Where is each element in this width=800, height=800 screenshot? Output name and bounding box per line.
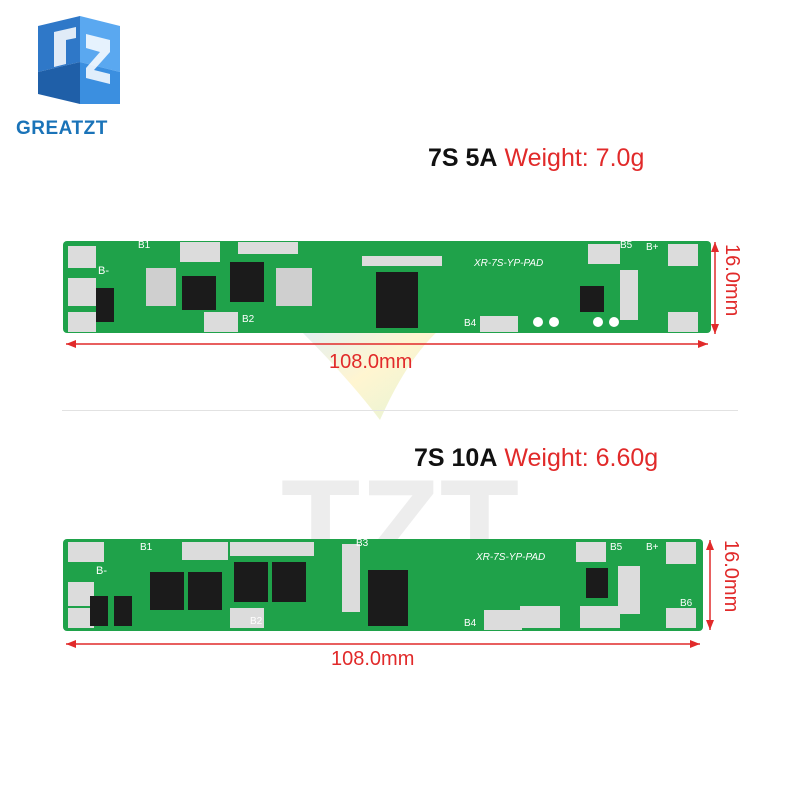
pcb-2-pad-b5	[576, 542, 606, 562]
pcb-1-pad-p	[620, 270, 638, 320]
pcb-1-heat-pad-2	[276, 268, 312, 306]
product-1-weight: Weight: 7.0g	[504, 144, 645, 172]
pcb-1-label-b5: B5	[620, 240, 633, 251]
pcb-1-pad-top-left	[68, 246, 96, 268]
pcb-2-pad-b-minus	[68, 582, 94, 606]
section-divider	[62, 410, 738, 411]
product-2-length: 108.0mm	[331, 648, 415, 670]
pcb-1-ic	[376, 272, 418, 328]
pcb-2-resistor-1	[90, 596, 108, 626]
pcb-1-pad-b1	[180, 242, 220, 262]
pcb-2-label-b3: B3	[356, 538, 369, 549]
pcb-1-label-b4: B4	[464, 318, 477, 329]
pcb-2-label-b1: B1	[140, 542, 153, 553]
pcb-2-label-b-minus: B-	[96, 565, 107, 577]
pcb-1-hole-3	[593, 317, 603, 327]
pcb-2-mosfet-3	[234, 562, 268, 602]
pcb-2-pad-temp	[520, 606, 560, 628]
pcb-2-pad-row	[230, 542, 314, 556]
pcb-1-label-b1: B1	[138, 240, 151, 251]
pcb-board-1: B1 B2 B4 B5 B+ B- XR-7S-YP-PAD	[63, 240, 719, 348]
pcb-1-hole-1	[533, 317, 543, 327]
pcb-1-label-b-minus: B-	[98, 265, 109, 277]
pcb-2-small-chip	[586, 568, 608, 598]
product-2-width: 16.0mm	[720, 540, 742, 613]
pcb-2-pad-b4	[484, 610, 522, 630]
pcb-1-heat-pad-1	[146, 268, 176, 306]
pcb-1-label-b-plus: B+	[646, 242, 659, 253]
product-1-width: 16.0mm	[721, 244, 743, 317]
pcb-1-pad-b2	[204, 312, 238, 332]
pcb-2-pad-top-left	[68, 542, 104, 562]
pcb-1-pad-b-minus	[68, 278, 96, 306]
product-1-length: 108.0mm	[329, 351, 413, 373]
pcb-2-pad-b6	[666, 608, 696, 628]
pcb-1-pad-b4	[480, 316, 518, 332]
pcb-2-pad-b2	[230, 608, 264, 628]
pcb-2-label-b5: B5	[610, 542, 623, 553]
pcb-2-label-b-plus: B+	[646, 542, 659, 553]
pcb-2-label-b2: B2	[250, 616, 263, 627]
pcb-2-pad-p	[618, 566, 640, 614]
pcb-1-pad-b5	[588, 244, 620, 264]
pcb-2-pad-b1	[182, 542, 228, 560]
brand-name: GREATZT	[16, 118, 108, 139]
pcb-1-pad-b6	[668, 312, 698, 332]
pcb-1-mosfet-2	[230, 262, 264, 302]
product-1-title: 7S 5A Weight: 7.0g	[428, 144, 644, 173]
pcb-2-ic	[368, 570, 408, 626]
pcb-1-board-text: XR-7S-YP-PAD	[473, 258, 543, 269]
product-2-weight: Weight: 6.60g	[504, 444, 659, 472]
pcb-1-hole-4	[609, 317, 619, 327]
greatzt-logo-icon	[38, 16, 120, 104]
pcb-2-pad-b3	[342, 544, 360, 612]
pcb-2-mosfet-1	[150, 572, 184, 610]
pcb-2-resistor-2	[114, 596, 132, 626]
pcb-2-pad-ntc	[580, 606, 620, 628]
pcb-1-pad-b-plus	[668, 244, 698, 266]
pcb-1-mosfet-1	[182, 276, 216, 310]
pcb-2-label-b6: B6	[680, 598, 693, 609]
pcb-board-2: B1 B2 B3 B4 B5 B+ B- B6 XR-7S-YP-PAD	[63, 538, 714, 648]
pcb-1-pad-row	[238, 242, 298, 254]
product-2-model: 7S 10A	[414, 444, 498, 472]
product-1-model: 7S 5A	[428, 144, 498, 172]
pcb-2-board-text: XR-7S-YP-PAD	[475, 552, 545, 563]
pcb-2-mosfet-2	[188, 572, 222, 610]
pcb-1-small-chip	[580, 286, 604, 312]
pcb-1-hole-2	[549, 317, 559, 327]
pcb-2-label-b4: B4	[464, 618, 477, 629]
pcb-2-pad-bottom-left	[68, 608, 94, 628]
pcb-1-label-b2: B2	[242, 314, 255, 325]
pcb-2-mosfet-4	[272, 562, 306, 602]
pcb-1-pad-bottom-left	[68, 312, 96, 332]
pcb-2-pad-b-plus	[666, 542, 696, 564]
pcb-1-pad-b3	[362, 256, 442, 266]
pcb-1-resistor-1	[96, 288, 114, 322]
product-2-title: 7S 10A Weight: 6.60g	[414, 444, 658, 473]
